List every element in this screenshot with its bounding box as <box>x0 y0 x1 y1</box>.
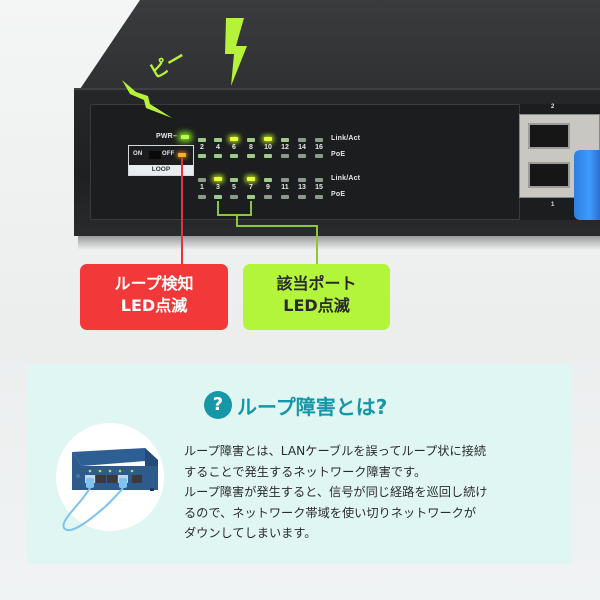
poe-led-8 <box>247 154 255 158</box>
info-body-line: ループ障害とは、LANケーブルを誤ってループ状に接続 <box>184 444 487 458</box>
poe-led-9 <box>264 195 272 199</box>
loop-switch-box: ON OFF LOOP <box>128 145 194 176</box>
link-led-13 <box>298 178 306 182</box>
port-number: 11 <box>281 184 289 191</box>
poe-label-even: PoE <box>331 151 346 158</box>
lightning-bolt-icon <box>225 18 247 86</box>
poe-led-16 <box>315 154 323 158</box>
poe-led-10 <box>264 154 272 158</box>
port-number: 6 <box>232 144 236 151</box>
port-number: 4 <box>216 144 220 151</box>
info-body-line: ダウンしてしまいます。 <box>184 526 317 540</box>
info-title: ループ障害とは? <box>237 394 388 419</box>
port-number: 8 <box>249 144 253 151</box>
network-switch-illustration-icon <box>62 448 158 531</box>
link-led-16 <box>315 138 323 142</box>
link-led-14 <box>298 138 306 142</box>
port-number: 1 <box>200 184 204 191</box>
info-body-line: することで発生するネットワーク障害です。 <box>184 464 427 479</box>
callout-line: LED点滅 <box>283 296 350 315</box>
link-led-10 <box>264 137 272 141</box>
question-mark-icon: ? <box>204 391 232 419</box>
rj45-port-1[interactable] <box>528 162 570 188</box>
info-body-line: ループ障害が発生すると、信号が同じ経路を巡回し続け <box>184 485 488 499</box>
info-body-line: るので、ネットワーク帯域を使い切りネットワークが <box>184 505 477 520</box>
link-act-label-odd: Link/Act <box>331 175 361 182</box>
lightning-bolt-icon <box>122 80 172 118</box>
port-number: 2 <box>200 144 204 151</box>
link-led-3 <box>214 177 222 181</box>
poe-label-odd: PoE <box>331 191 346 198</box>
pwr-label: PWR– <box>156 133 178 140</box>
loop-off-label: OFF <box>162 151 175 157</box>
switch-shadow <box>78 236 600 250</box>
poe-led-2 <box>198 154 206 158</box>
loop-title: LOOP <box>129 165 193 175</box>
port-number: 15 <box>315 184 323 191</box>
poe-led-12 <box>281 154 289 158</box>
link-led-1 <box>198 178 206 182</box>
port-number: 14 <box>298 144 306 151</box>
link-led-15 <box>315 178 323 182</box>
affected-port-callout: 該当ポート LED点滅 <box>243 264 390 330</box>
callout-line: 該当ポート <box>276 274 357 293</box>
port-number: 9 <box>266 184 270 191</box>
info-body: ループ障害とは、LANケーブルを誤ってループ状に接続 することで発生するネットワ… <box>184 441 564 544</box>
poe-led-11 <box>281 195 289 199</box>
poe-led-6 <box>230 154 238 158</box>
pwr-led <box>181 135 189 139</box>
link-led-8 <box>247 138 255 142</box>
loop-toggle-switch[interactable] <box>149 151 161 159</box>
link-led-11 <box>281 178 289 182</box>
poe-led-7 <box>247 195 255 199</box>
link-act-label-even: Link/Act <box>331 135 361 142</box>
port-number: 3 <box>216 184 220 191</box>
port-number: 10 <box>264 144 272 151</box>
ethernet-cable <box>574 150 600 220</box>
port-number: 7 <box>249 184 253 191</box>
poe-led-15 <box>315 195 323 199</box>
loop-led-connector-line <box>181 158 183 266</box>
rj45-port-2[interactable] <box>528 123 570 149</box>
link-led-5 <box>230 178 238 182</box>
poe-led-4 <box>214 154 222 158</box>
rj45-port-number-1: 1 <box>551 202 555 208</box>
loop-detect-callout: ループ検知 LED点滅 <box>80 264 228 330</box>
callout-line: LED点滅 <box>120 296 188 315</box>
poe-led-3 <box>214 195 222 199</box>
link-led-4 <box>214 138 222 142</box>
port-number: 5 <box>232 184 236 191</box>
switch-top-surface <box>78 0 600 92</box>
link-led-12 <box>281 138 289 142</box>
loop-on-label: ON <box>133 151 143 157</box>
poe-led-5 <box>230 195 238 199</box>
link-led-9 <box>264 178 272 182</box>
port-number: 16 <box>315 144 323 151</box>
port-number: 12 <box>281 144 289 151</box>
link-led-7 <box>247 177 255 181</box>
link-led-2 <box>198 138 206 142</box>
poe-led-13 <box>298 195 306 199</box>
rj45-port-number-2: 2 <box>551 104 555 110</box>
callout-line: ループ検知 <box>114 274 194 293</box>
port-number: 13 <box>298 184 306 191</box>
link-led-6 <box>230 137 238 141</box>
poe-led-1 <box>198 195 206 199</box>
alert-graphics <box>122 18 247 118</box>
poe-led-14 <box>298 154 306 158</box>
info-heading: ? ループ障害とは? <box>204 390 387 420</box>
loop-led <box>178 153 186 157</box>
